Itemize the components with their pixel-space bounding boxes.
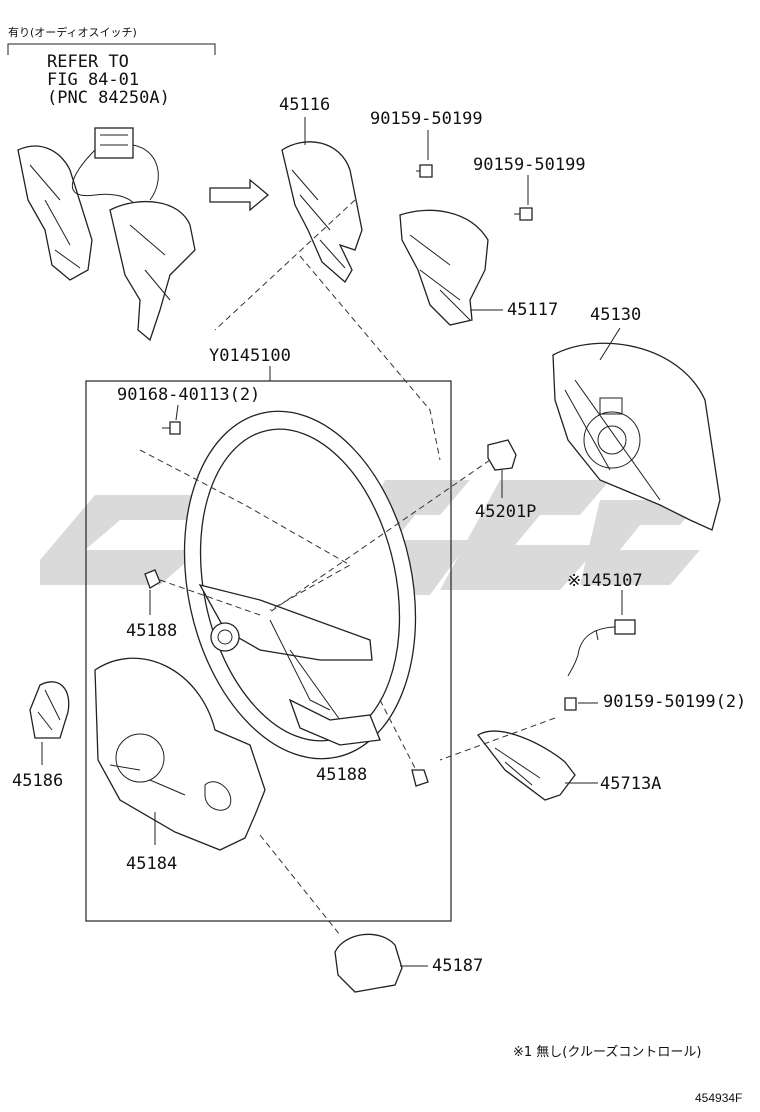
bolt-icon-90168: [162, 421, 181, 435]
part-45188-a: [144, 569, 161, 589]
part-45117-cover: [399, 209, 489, 326]
arrow-icon: [209, 178, 270, 212]
part-45130-airbag: [552, 342, 721, 531]
part-45116-cover: [281, 141, 363, 284]
label-90168: 90168-40113(2): [117, 385, 261, 405]
assembly-box: [85, 380, 452, 922]
footnote: ※1 無し(クルーズコントロール): [513, 1045, 702, 1060]
refer-line-3: (PNC 84250A): [47, 88, 170, 108]
label-45201p: 45201P: [475, 502, 537, 522]
part-45186-ring: [29, 681, 70, 739]
figure-id: 454934F: [695, 1091, 743, 1105]
part-45713a-cover: [477, 730, 576, 801]
label-45130: 45130: [590, 305, 642, 325]
steering-wheel: [183, 410, 417, 760]
part-45188-b: [411, 769, 429, 787]
refer-line-2: FIG 84-01: [47, 70, 140, 90]
header-note: 有り(オーディオスイッチ): [8, 26, 137, 39]
label-90159-a: 90159-50199: [370, 109, 483, 129]
label-45713a: 45713A: [600, 774, 662, 794]
screw-icon-1: [416, 164, 433, 178]
audio-switch-assembly: [17, 127, 196, 342]
label-assembly: Y0145100: [209, 346, 291, 366]
part-45107-harness: [567, 619, 636, 677]
label-90159-c: 90159-50199(2): [603, 692, 747, 712]
label-45117: 45117: [507, 300, 559, 320]
label-45188-b: 45188: [316, 765, 368, 785]
label-45186: 45186: [12, 771, 64, 791]
label-90159-b: 90159-50199: [473, 155, 586, 175]
label-45107: ※145107: [567, 571, 643, 591]
screw-icon-2: [514, 207, 533, 221]
label-45184: 45184: [126, 854, 178, 874]
part-45187-cap: [334, 933, 403, 993]
part-45201p-nut: [487, 439, 517, 471]
label-45187: 45187: [432, 956, 484, 976]
label-45116: 45116: [279, 95, 331, 115]
refer-line-1: REFER TO: [47, 52, 129, 72]
label-45188-a: 45188: [126, 621, 178, 641]
part-45184-lower-cover: [94, 657, 266, 851]
screw-icon-3: [564, 697, 577, 711]
